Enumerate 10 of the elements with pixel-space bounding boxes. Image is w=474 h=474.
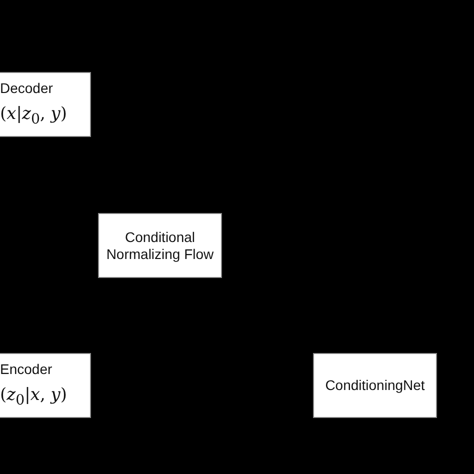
process-box bbox=[0, 72, 91, 137]
process-box bbox=[98, 213, 222, 278]
box-label: Decoder bbox=[0, 80, 53, 98]
box-label: Encoder bbox=[0, 361, 52, 378]
box-label: ConditioningNet bbox=[325, 377, 425, 394]
formula: (x|z$_{0}$, y) bbox=[0, 104, 68, 129]
formula: (z$_{0}$|x, y) bbox=[0, 385, 68, 410]
box-label: Conditional Normalizing Flow bbox=[105, 228, 215, 262]
process-box bbox=[0, 353, 91, 418]
process-box bbox=[313, 353, 437, 418]
